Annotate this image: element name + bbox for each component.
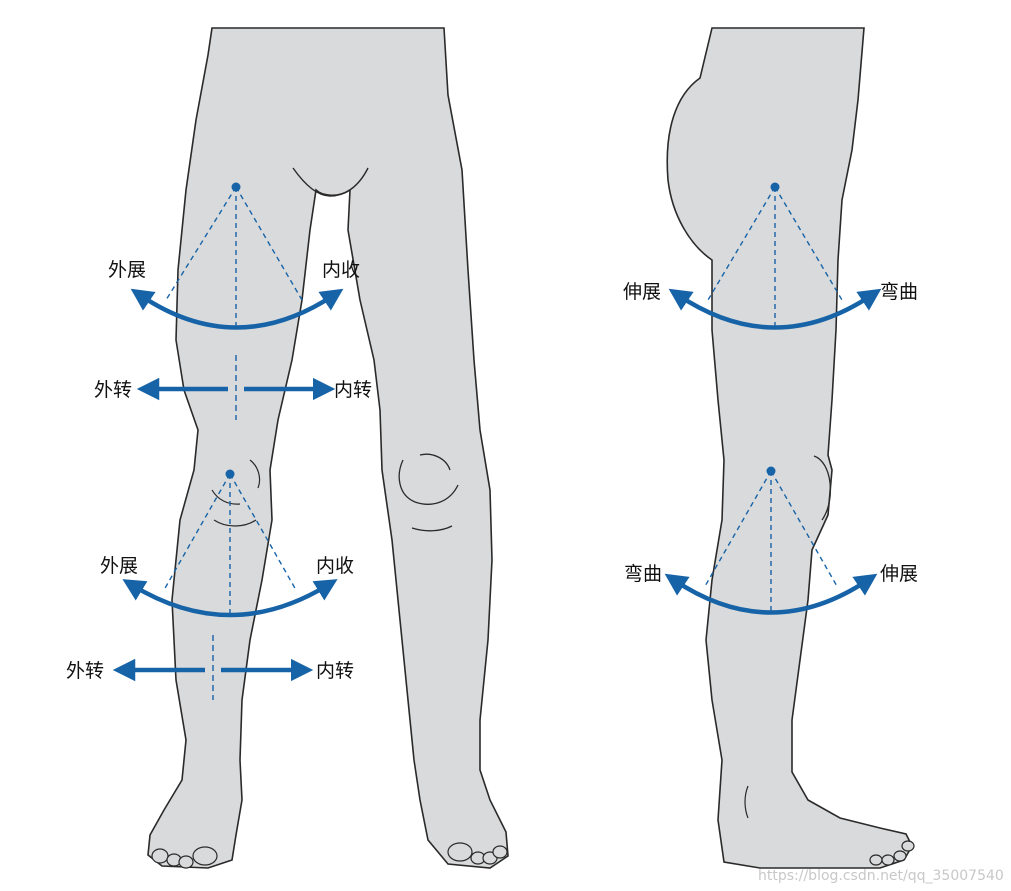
watermark-text: https://blog.csdn.net/qq_35007540 bbox=[758, 868, 1004, 884]
side-view: 伸展 弯曲 弯曲 伸展 bbox=[623, 28, 918, 868]
side-knee-flexion-label: 弯曲 bbox=[624, 563, 662, 585]
front-hip-external-rotation-label: 外转 bbox=[94, 379, 132, 401]
front-knee-internal-rotation-label: 内转 bbox=[316, 660, 354, 682]
front-knee-adduction-label: 内收 bbox=[316, 555, 354, 577]
side-leg bbox=[667, 28, 912, 868]
front-left-leg bbox=[148, 28, 508, 868]
side-knee-extension-label: 伸展 bbox=[880, 563, 918, 585]
front-knee-abduction-label: 外展 bbox=[100, 555, 138, 577]
front-hip-abduction-label: 外展 bbox=[108, 259, 146, 281]
front-hip-adduction-label: 内收 bbox=[322, 259, 360, 281]
side-hip-extension-label: 伸展 bbox=[623, 281, 661, 303]
front-view: 外展 内收 外转 内转 外展 内收 外转 内转 bbox=[66, 28, 508, 868]
front-hip-internal-rotation-label: 内转 bbox=[334, 379, 372, 401]
side-hip-flexion-label: 弯曲 bbox=[880, 281, 918, 303]
front-knee-external-rotation-label: 外转 bbox=[66, 660, 104, 682]
